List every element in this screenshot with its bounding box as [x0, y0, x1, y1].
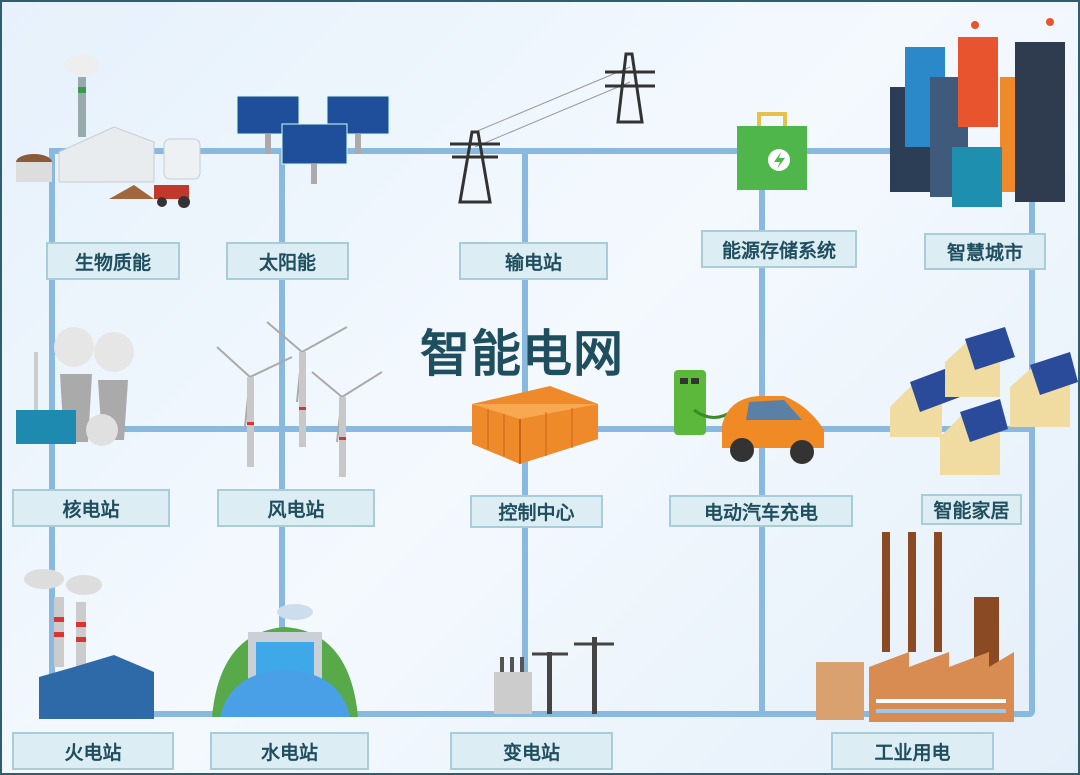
node-label-nuclear: 核电站: [12, 489, 170, 527]
node-label-substation: 变电站: [450, 732, 613, 770]
smart-city-icon: [890, 18, 1065, 207]
transmission-tower-icon: [450, 52, 655, 204]
node-label-biomass: 生物质能: [46, 242, 180, 280]
node-label-hydro: 水电站: [210, 732, 369, 770]
node-label-control: 控制中心: [470, 495, 603, 528]
grid-line-h-top: [50, 148, 1035, 154]
node-label-thermal: 火电站: [12, 732, 174, 770]
node-label-transmission: 输电站: [459, 242, 608, 280]
wind-turbines-icon: [216, 321, 383, 477]
substation-icon: [494, 637, 614, 714]
node-label-industrial: 工业用电: [831, 732, 994, 770]
node-label-storage: 能源存储系统: [701, 230, 857, 268]
battery-storage-icon: [737, 112, 807, 190]
hydro-plant-icon: [212, 604, 358, 717]
solar-panels-icon: [236, 95, 390, 184]
control-center-icon: [472, 386, 598, 464]
grid-line-h-bottom: [50, 711, 1035, 717]
node-label-ev-charging: 电动汽车充电: [669, 495, 853, 527]
ev-charging-icon: [674, 370, 824, 464]
smart-homes-icon: [890, 327, 1078, 475]
grid-line-v-2: [279, 148, 285, 717]
node-label-smart-city: 智慧城市: [924, 233, 1046, 270]
nuclear-plant-icon: [16, 327, 134, 446]
diagram-title: 智能电网: [420, 325, 624, 383]
thermal-plant-icon: [24, 569, 154, 719]
node-label-smart-home: 智能家居: [921, 494, 1022, 525]
biomass-plant-icon: [16, 55, 201, 208]
node-label-wind: 风电站: [217, 489, 375, 527]
factory-icon: [816, 532, 1014, 722]
node-label-solar: 太阳能: [226, 242, 349, 280]
grid-line-v-5: [1029, 148, 1035, 717]
